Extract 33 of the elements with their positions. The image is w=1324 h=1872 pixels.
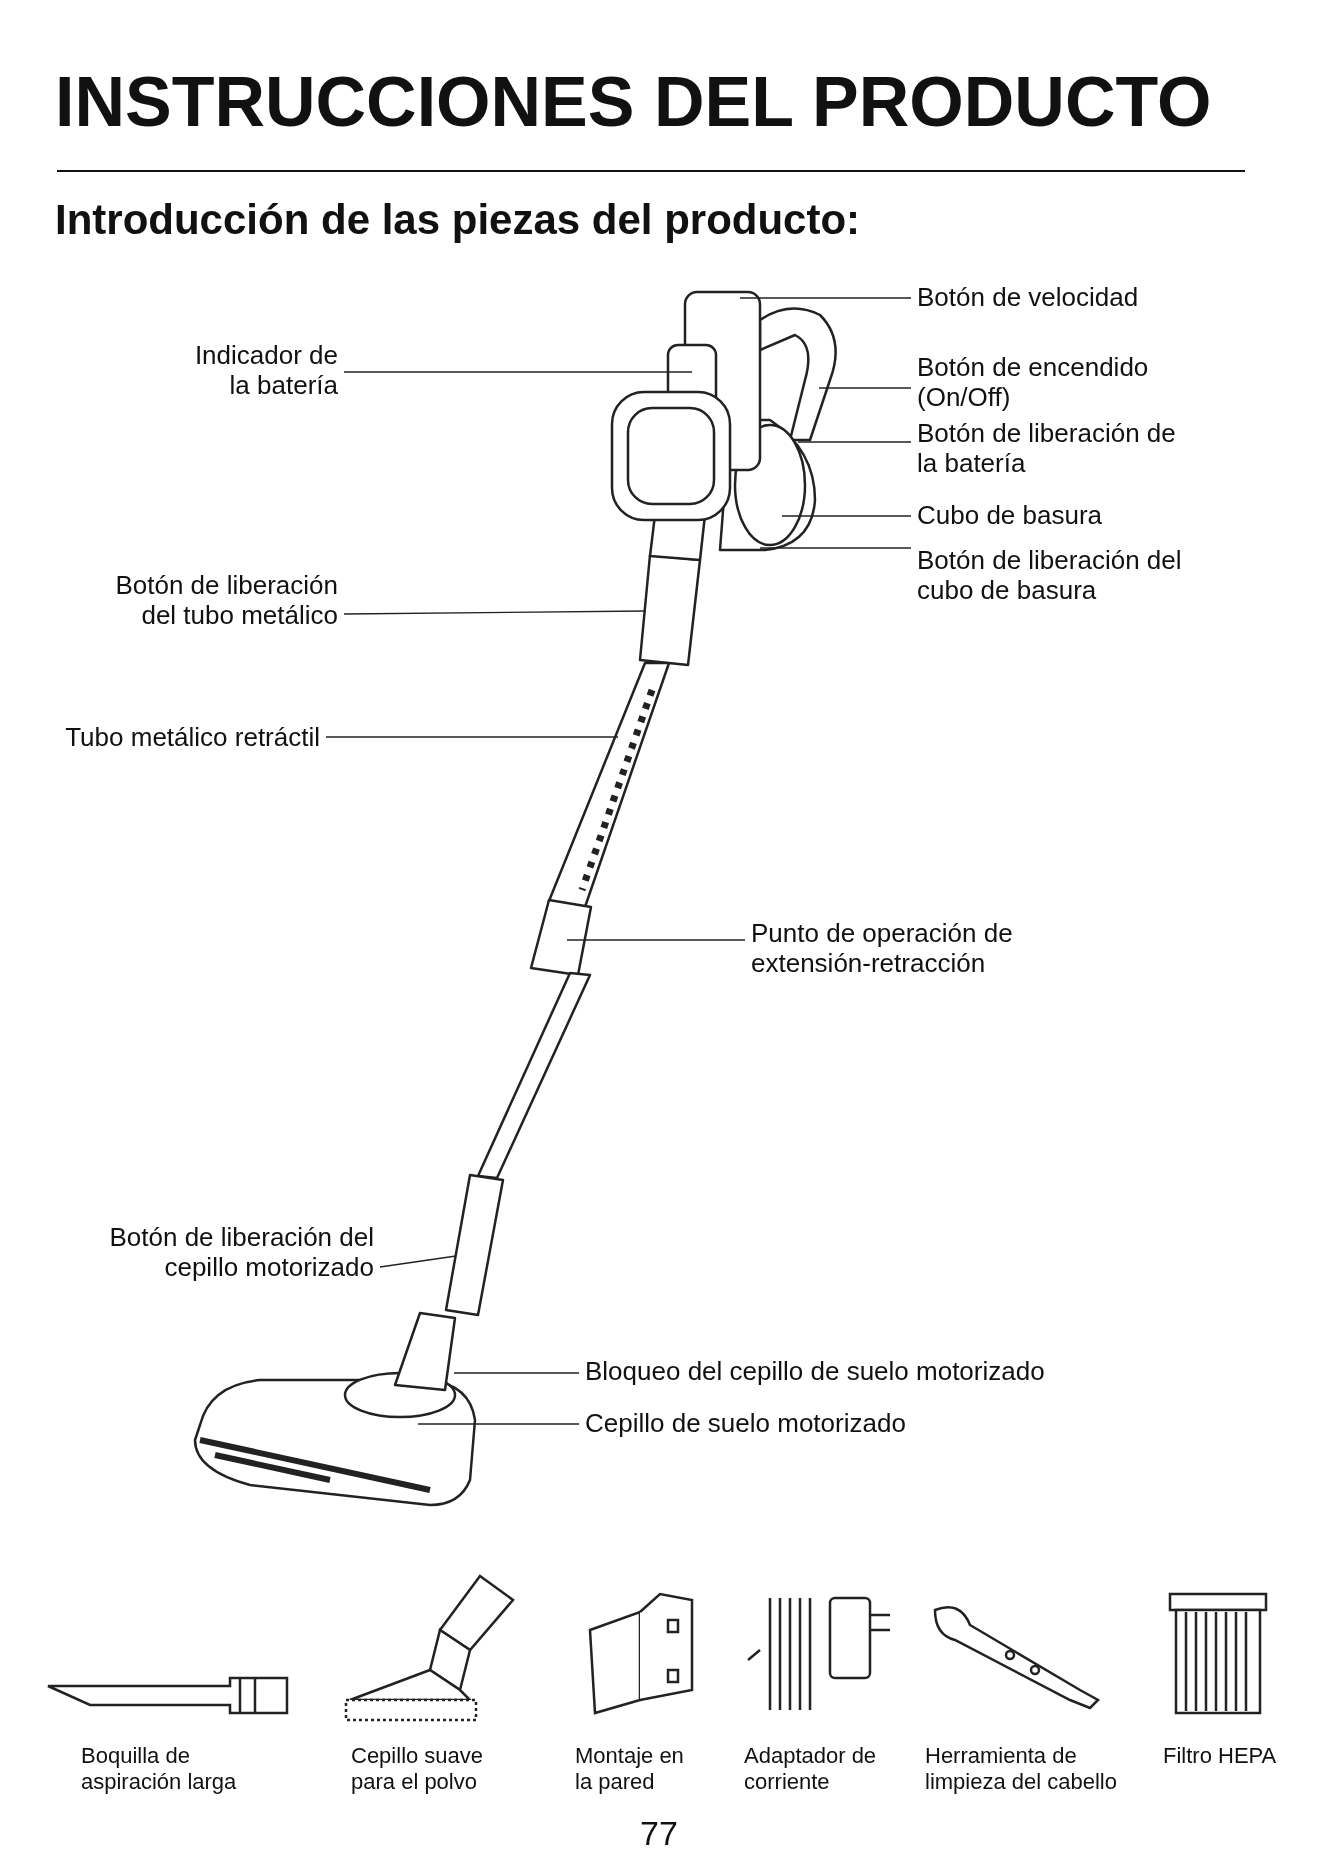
caption: Herramienta de limpieza del cabello — [925, 1743, 1118, 1795]
part-label: Indicador de la batería — [192, 340, 338, 400]
leader-line — [566, 939, 746, 941]
section-heading: Introducción de las piezas del producto: — [55, 195, 861, 245]
part-label: Punto de operación de extensión-retracción — [751, 918, 1015, 978]
caption: Filtro HEPA — [1163, 1743, 1277, 1769]
leader-line — [739, 297, 912, 299]
part-label: Botón de liberación del cubo de basura — [917, 545, 1184, 605]
leader-line — [379, 1255, 457, 1268]
leader-line — [781, 515, 912, 517]
part-label: Botón de encendido (On/Off) — [917, 352, 1151, 412]
caption: Boquilla de aspiración larga — [81, 1743, 238, 1795]
caption: Montaje en la pared — [575, 1743, 685, 1795]
leader-line — [343, 371, 693, 373]
leader-line — [759, 547, 912, 549]
leader-line — [325, 736, 619, 738]
leader-line — [453, 1372, 580, 1374]
leader-line — [797, 441, 912, 443]
part-label: Botón de liberación del cepillo motorizado — [107, 1222, 374, 1282]
part-label: Tubo metálico retráctil — [63, 722, 320, 752]
caption: Cepillo suave para el polvo — [351, 1743, 485, 1795]
part-label: Botón de liberación del tubo metálico — [113, 570, 338, 630]
leader-line — [343, 610, 647, 615]
part-label: Botón de liberación de la batería — [917, 418, 1178, 478]
leader-line — [417, 1423, 580, 1425]
page-number: 77 — [640, 1813, 678, 1854]
part-label: Botón de velocidad — [917, 282, 1141, 312]
leader-line — [818, 387, 912, 389]
part-label: Cepillo de suelo motorizado — [585, 1408, 908, 1438]
caption: Adaptador de corriente — [744, 1743, 878, 1795]
part-label: Bloqueo del cepillo de suelo motorizado — [585, 1356, 1047, 1386]
part-label: Cubo de basura — [917, 500, 1105, 530]
page-title: INSTRUCCIONES DEL PRODUCTO — [55, 62, 1212, 142]
